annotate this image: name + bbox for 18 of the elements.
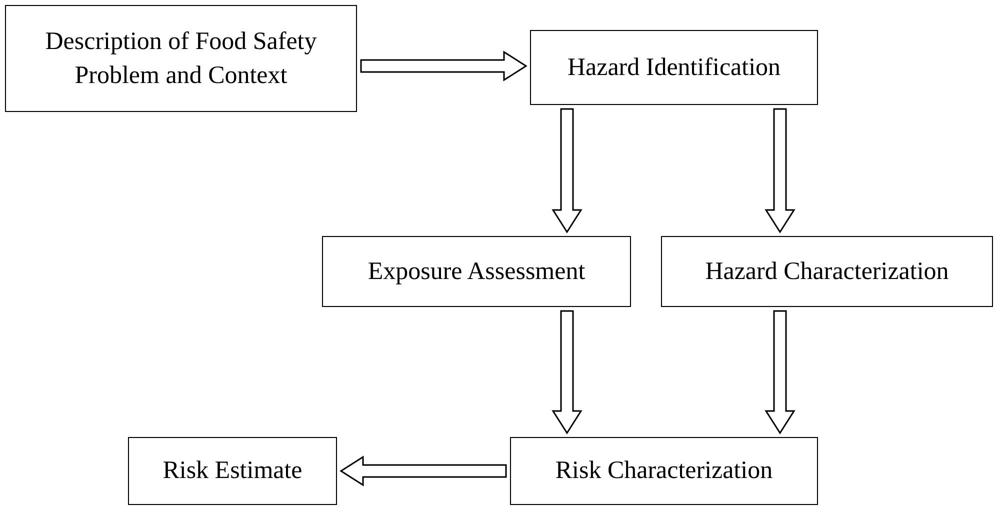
process-box — [128, 437, 337, 505]
box-label: Exposure Assessment — [368, 256, 586, 286]
box-label: Hazard Characterization — [705, 256, 949, 286]
box-label: Risk Characterization — [555, 456, 773, 486]
box-label: Hazard Identification — [567, 52, 781, 82]
box-label: Description of Food Safety Problem and Context — [44, 26, 318, 90]
hollow-arrow — [340, 456, 507, 486]
process-box — [510, 437, 818, 505]
process-box — [322, 236, 631, 307]
process-box — [5, 5, 357, 112]
process-box — [661, 236, 993, 307]
hollow-arrow — [764, 108, 796, 234]
hollow-arrow — [552, 310, 582, 434]
hollow-arrow — [552, 108, 582, 234]
box-label: Risk Estimate — [162, 456, 302, 486]
process-box — [530, 30, 818, 105]
hollow-arrow — [764, 310, 796, 434]
hollow-arrow — [360, 50, 528, 82]
